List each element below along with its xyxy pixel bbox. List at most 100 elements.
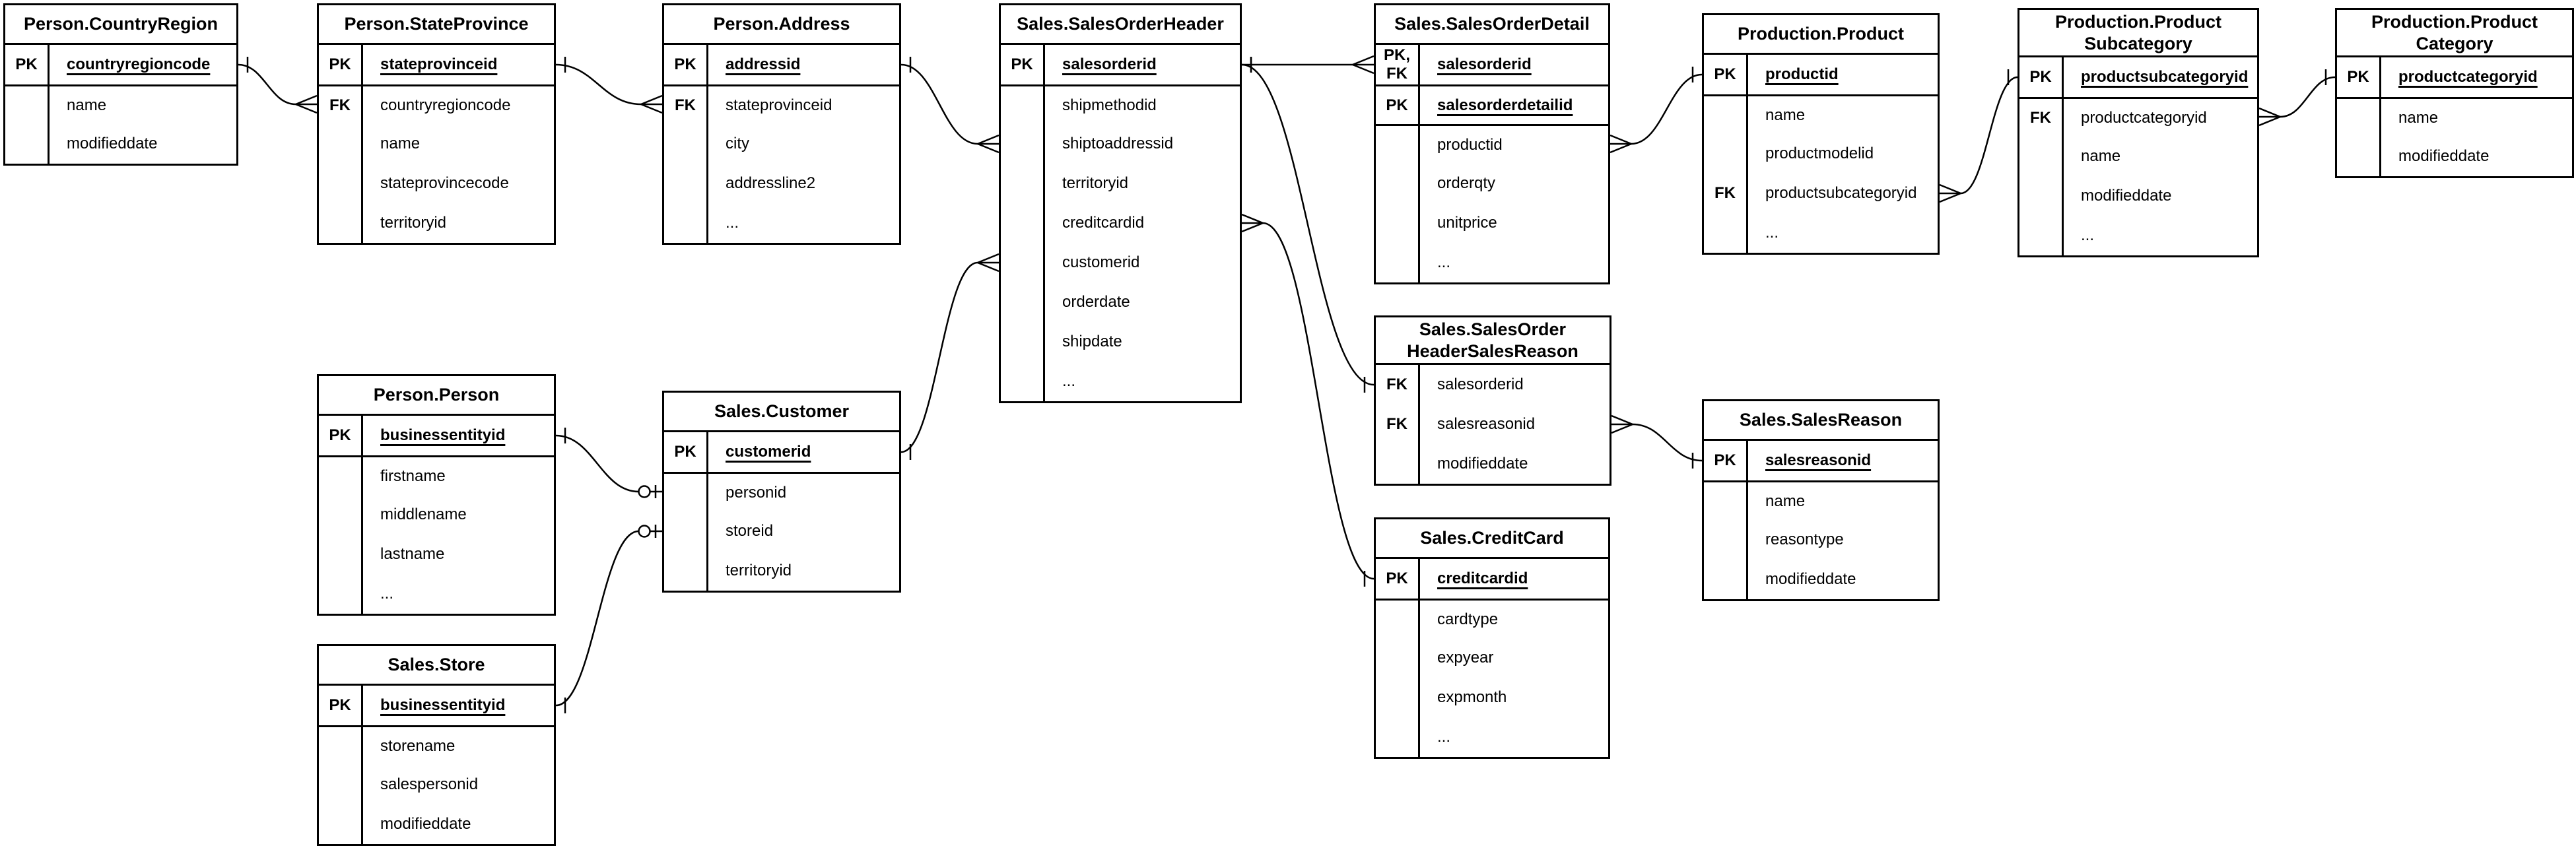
key-label [319,727,363,765]
table-row: storename [319,725,554,765]
key-label [1704,134,1748,174]
key-label: FK [319,86,363,124]
key-label [1376,678,1420,717]
key-label: PK [2337,57,2381,97]
table-row: middlename [319,495,554,535]
table-title: Sales.SalesReason [1704,401,1938,441]
table-title: Sales.Customer [664,393,899,432]
table-production-productcategory[interactable]: Production.Product Category PK productca… [2335,8,2574,178]
key-label: FK [1704,174,1748,213]
key-label [319,535,363,574]
key-label [664,203,708,243]
table-sales-creditcard[interactable]: Sales.CreditCard PK creditcardid cardtyp… [1374,517,1610,759]
table-row: modifieddate [2337,137,2572,176]
table-row: PK salesorderid [1001,45,1240,84]
field-name: name [1765,492,1806,510]
table-row: addressline2 [664,164,899,203]
table-row: PK addressid [664,45,899,84]
field-name: modifieddate [2398,147,2490,165]
field-name: expyear [1437,649,1494,667]
field-name: storeid [726,522,774,540]
key-label [319,124,363,164]
field-name: ... [1437,728,1451,746]
table-row: personid [664,472,899,511]
field-name: salesreasonid [1765,451,1872,469]
field-name: shipdate [1062,333,1122,350]
table-sales-salesorderheader[interactable]: Sales.SalesOrderHeader PK salesorderid s… [999,3,1242,403]
table-row: city [664,124,899,164]
field-name: modifieddate [67,135,158,152]
key-label: FK [1376,365,1420,405]
table-title: Sales.Store [319,646,554,686]
field-name: shiptoaddressid [1062,135,1174,152]
table-row: expyear [1376,638,1608,678]
table-row: PK productid [1704,55,1938,94]
table-row: FK productcategoryid [2019,97,2257,137]
key-label [5,124,50,164]
field-name: firstname [380,467,446,485]
field-name: salesorderid [1437,375,1524,393]
key-label [1001,282,1045,322]
field-name: city [726,135,749,152]
table-sales-salesorderdetail[interactable]: Sales.SalesOrderDetail PK, FK salesorder… [1374,3,1610,284]
field-name: salesorderid [1437,55,1532,73]
table-production-product[interactable]: Production.Product PK productid name pro… [1702,13,1940,255]
key-label: FK [1376,405,1420,444]
table-row: ... [319,574,554,614]
table-row: name [1704,94,1938,134]
table-row: PK stateprovinceid [319,45,554,84]
table-row: name [5,84,236,124]
table-sales-store[interactable]: Sales.Store PK businessentityid storenam… [317,644,556,846]
relationship-connector [238,57,318,114]
table-person-stateprovince[interactable]: Person.StateProvince PK stateprovinceid … [317,3,556,245]
table-sales-salesorderheadersalesreason[interactable]: Sales.SalesOrder HeaderSalesReason FK sa… [1374,315,1611,486]
field-name: territoryid [380,214,447,232]
table-row: ... [1001,362,1240,401]
key-label [1376,243,1420,282]
key-label [1001,164,1045,203]
table-row: FK salesreasonid [1376,405,1610,444]
table-person-address[interactable]: Person.Address PK addressid FK stateprov… [662,3,901,245]
key-label [664,124,708,164]
table-person-person[interactable]: Person.Person PK businessentityid firstn… [317,374,556,616]
table-row: PK businessentityid [319,416,554,455]
key-label: PK [1001,45,1045,84]
relationship-connector [1242,55,1374,75]
table-title: Person.Address [664,5,899,45]
table-row: modifieddate [319,804,554,844]
field-name: productid [1437,135,1503,154]
table-person-countryregion[interactable]: Person.CountryRegion PK countryregioncod… [3,3,238,166]
field-name: customerid [1062,253,1140,271]
table-sales-salesreason[interactable]: Sales.SalesReason PK salesreasonid name … [1702,399,1940,601]
key-label: PK [1704,55,1748,94]
field-name: modifieddate [1437,455,1528,472]
field-name: territoryid [1062,174,1129,192]
key-label: PK [664,45,708,84]
table-title: Person.StateProvince [319,5,554,45]
key-label [2019,216,2064,255]
key-label: PK [2019,57,2064,97]
table-row: name [2019,137,2257,176]
key-label: PK, FK [1376,45,1420,84]
field-name: salespersonid [380,775,479,793]
field-name: ... [1437,253,1451,271]
field-name: salesreasonid [1437,415,1536,433]
table-row: cardtype [1376,599,1608,638]
table-row: storeid [664,511,899,551]
key-label: PK [1376,559,1420,599]
table-row: PK productcategoryid [2337,57,2572,97]
key-label [319,164,363,203]
table-sales-customer[interactable]: Sales.Customer PK customerid personid st… [662,391,901,593]
key-label: PK [1376,86,1420,124]
relationship-connector [1611,414,1703,469]
field-name: ... [1765,224,1779,242]
key-label [1376,203,1420,243]
table-production-productsubcategory[interactable]: Production.Product Subcategory PK produc… [2017,8,2259,257]
table-row: PK productsubcategoryid [2019,57,2257,97]
key-label [319,765,363,804]
field-name: productmodelid [1765,145,1874,162]
key-label: PK [319,45,363,84]
key-label [2337,99,2381,137]
field-name: personid [726,483,787,502]
key-label [1376,126,1420,164]
